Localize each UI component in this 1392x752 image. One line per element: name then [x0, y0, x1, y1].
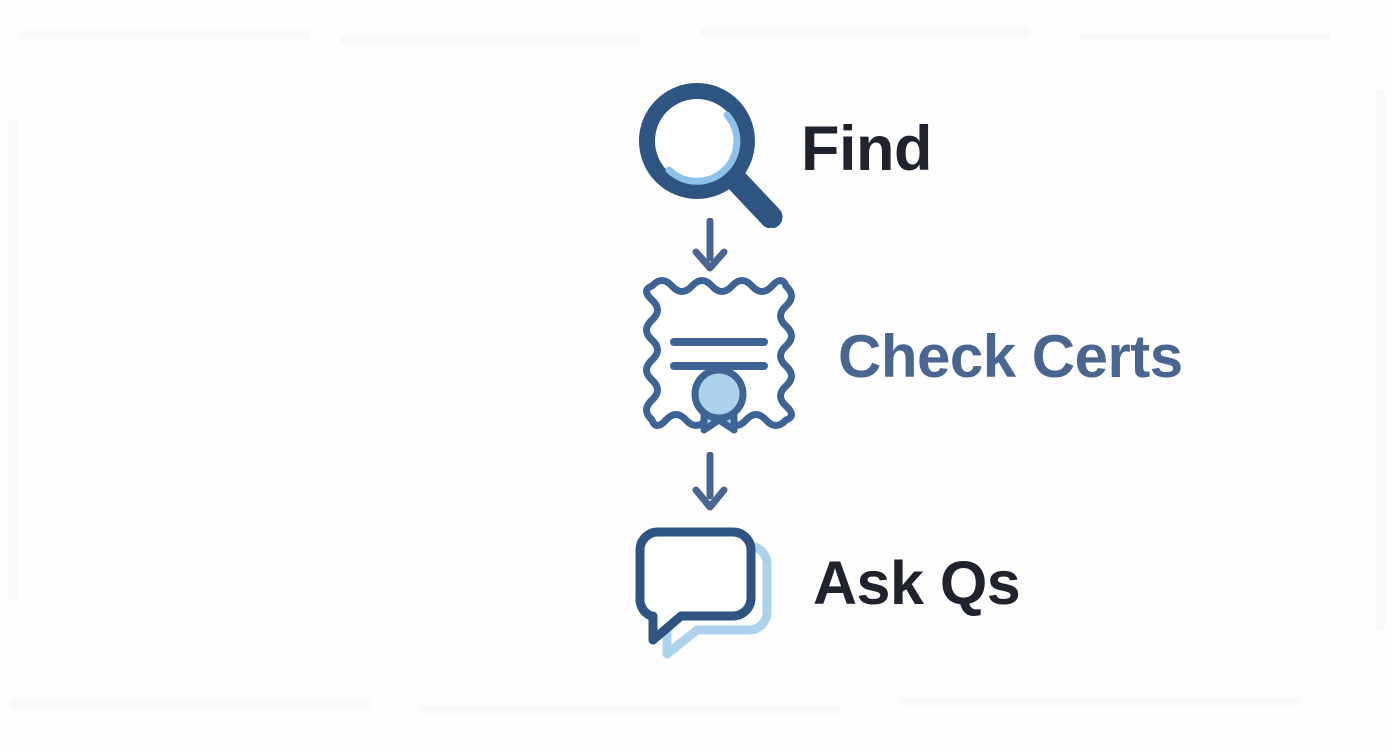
background-artifact [8, 120, 17, 600]
flow-step-label-find: Find [801, 113, 932, 184]
speech-bubbles-icon [635, 527, 772, 659]
magnifying-glass-icon [639, 83, 783, 228]
background-artifact [420, 706, 840, 713]
flow-step-label-ask-qs: Ask Qs [813, 548, 1021, 617]
certificate-seal-icon [643, 277, 795, 434]
background-artifact [20, 30, 310, 39]
flow-step-label-check-certs: Check Certs [838, 323, 1183, 390]
connector-check-to-ask [680, 451, 740, 514]
background-artifact [1080, 34, 1330, 40]
background-artifact [340, 36, 640, 43]
background-artifact [700, 28, 1030, 36]
background-artifact [900, 698, 1300, 706]
background-artifact [10, 700, 370, 708]
arrow-down-icon [692, 451, 728, 511]
flow-step-ask-qs[interactable]: Ask Qs [634, 520, 1094, 660]
arrow-down-icon [692, 217, 728, 272]
flow-step-find[interactable]: Find [634, 78, 1094, 228]
background-artifact [1376, 90, 1385, 630]
flow-step-check-certs[interactable]: Check Certs [634, 270, 1183, 440]
connector-find-to-check [680, 217, 740, 274]
